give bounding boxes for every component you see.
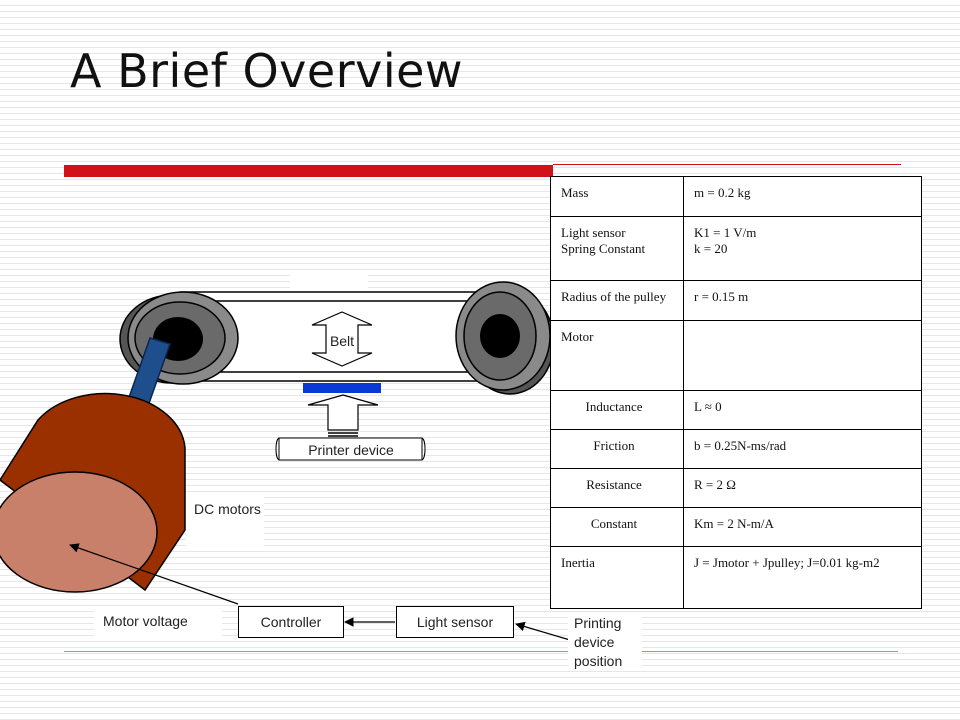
param-name: Motor — [550, 320, 684, 391]
param-value: L ≈ 0 — [683, 390, 922, 430]
table-row: Constant Km = 2 N-m/A — [550, 507, 922, 547]
param-name-line: Light sensor — [561, 225, 626, 240]
param-name: Mass — [550, 176, 684, 217]
table-row: Radius of the pulley r = 0.15 m — [550, 280, 922, 321]
param-name: Radius of the pulley — [550, 280, 684, 321]
table-row: Motor — [550, 320, 922, 391]
param-value: m = 0.2 kg — [683, 176, 922, 217]
param-name: Resistance — [550, 468, 684, 508]
belt-label-mask — [290, 270, 368, 290]
light-sensor-block: Light sensor — [396, 606, 514, 638]
footer-rule — [64, 651, 898, 652]
title-rule — [553, 164, 901, 165]
printing-position-label: Printing device position — [568, 612, 642, 670]
param-value: Km = 2 N-m/A — [683, 507, 922, 547]
dc-motor — [0, 392, 186, 593]
printer-device-scroll — [275, 437, 426, 461]
table-row: Inductance L ≈ 0 — [550, 390, 922, 430]
table-row: Inertia J = Jmotor + Jpulley; J=0.01 kg-… — [550, 546, 922, 609]
controller-block: Controller — [238, 606, 344, 638]
controller-to-motor-arrow — [69, 543, 239, 605]
table-row: Resistance R = 2 Ω — [550, 468, 922, 508]
param-value — [683, 320, 922, 391]
param-value-line: k = 20 — [694, 241, 728, 256]
right-pulley — [455, 281, 555, 395]
printer-up-arrow — [307, 394, 379, 431]
table-row: Mass m = 0.2 kg — [550, 176, 922, 217]
table-row: Friction b = 0.25N-ms/rad — [550, 429, 922, 469]
slide-title: A Brief Overview — [70, 44, 464, 98]
param-value: K1 = 1 V/m k = 20 — [683, 216, 922, 281]
param-name: Inertia — [550, 546, 684, 609]
param-value: b = 0.25N-ms/rad — [683, 429, 922, 469]
dc-motors-label: DC motors — [186, 494, 264, 546]
printer-device-label: Printer device — [308, 442, 394, 458]
printer-head-bar — [303, 383, 381, 393]
param-name: Friction — [550, 429, 684, 469]
motor-voltage-label: Motor voltage — [94, 606, 222, 636]
param-name-line: Spring Constant — [561, 241, 646, 256]
param-value-line: K1 = 1 V/m — [694, 225, 757, 240]
param-name: Constant — [550, 507, 684, 547]
param-value: J = Jmotor + Jpulley; J=0.01 kg-m2 — [683, 546, 922, 609]
param-name: Inductance — [550, 390, 684, 430]
table-row: Light sensor Spring Constant K1 = 1 V/m … — [550, 216, 922, 281]
parameter-table: Mass m = 0.2 kg Light sensor Spring Cons… — [550, 176, 922, 609]
param-name: Light sensor Spring Constant — [550, 216, 684, 281]
param-value: r = 0.15 m — [683, 280, 922, 321]
param-value: R = 2 Ω — [683, 468, 922, 508]
left-pulley — [119, 291, 239, 385]
title-accent-bar — [64, 165, 553, 177]
belt-label: Belt — [329, 333, 355, 349]
position-to-sensor-arrow — [515, 621, 571, 641]
belt-motion-arrow — [311, 311, 373, 367]
